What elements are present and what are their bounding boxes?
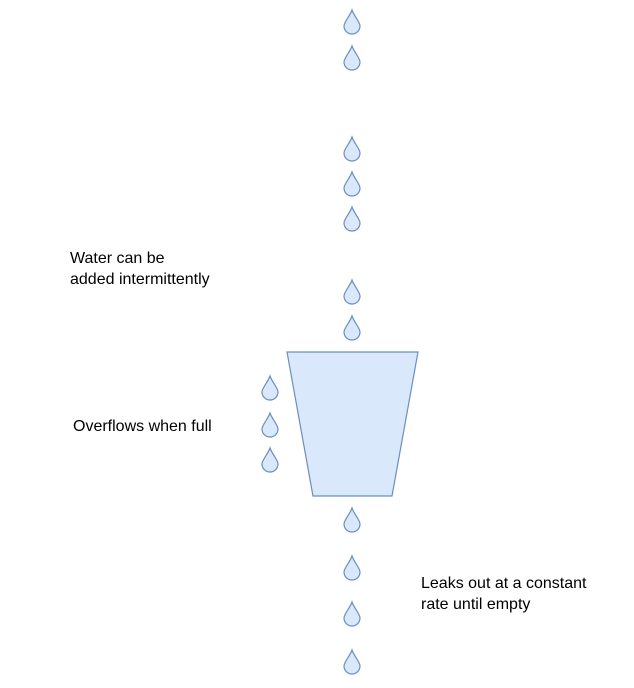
water-drop-icon [343,170,361,197]
water-drop-icon [343,600,361,627]
water-drop-icon [343,278,361,305]
water-drop-icon [261,446,279,473]
water-drop-icon [343,554,361,581]
water-drop-icon [261,411,279,438]
intermittent-label-line2: added intermittently [70,271,210,288]
water-drop-icon [343,44,361,71]
water-drop-icon [343,314,361,341]
intermittent-label-line1: Water can be [70,250,165,267]
water-drop-icon [343,506,361,533]
water-drop-icon [343,135,361,162]
bucket-shape [286,351,419,497]
water-drop-icon [261,374,279,401]
water-drop-icon [343,8,361,35]
leak-label-line2: rate until empty [421,596,531,613]
water-drop-icon [343,648,361,675]
overflow-label: Overflows when full [73,418,212,435]
leak-label: Leaks out at a constant rate until empty [421,573,586,615]
water-drop-icon [343,205,361,232]
intermittent-label: Water can be added intermittently [70,248,210,290]
leak-label-line1: Leaks out at a constant [421,575,587,592]
